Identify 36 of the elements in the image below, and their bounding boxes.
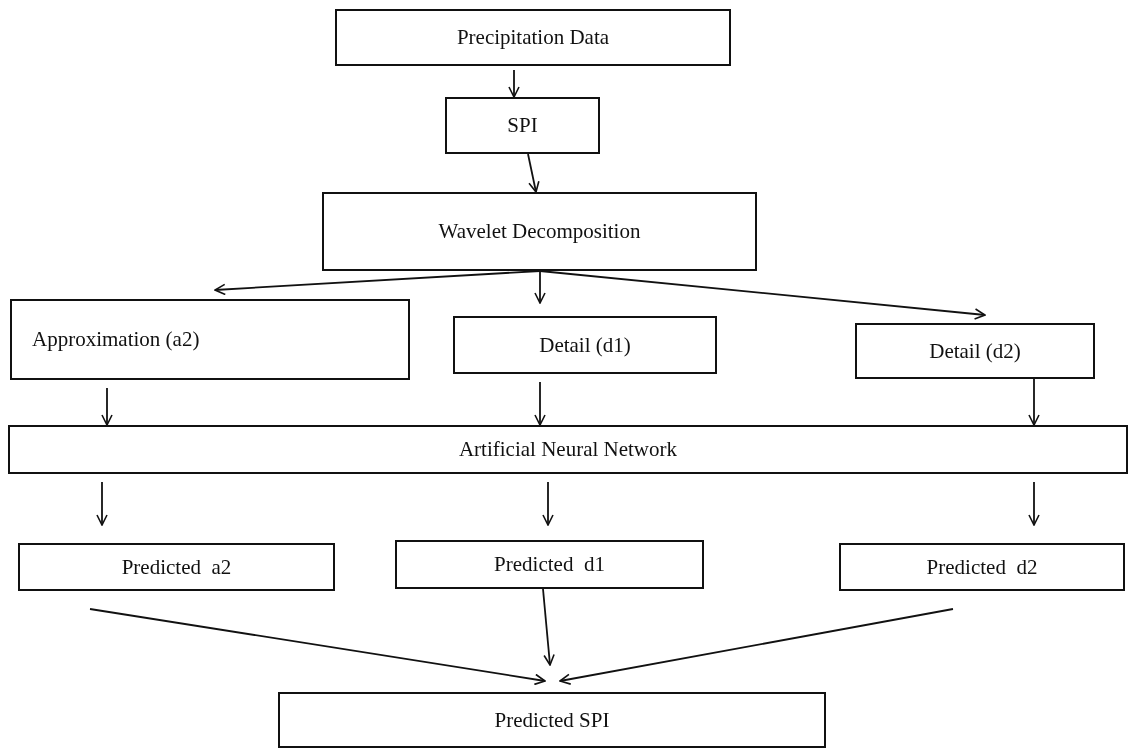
process-box: [839, 543, 1125, 591]
process-box: [855, 323, 1095, 379]
arrow: [101, 387, 113, 426]
box-label: Approximation (a2): [32, 327, 200, 352]
box-label: Precipitation Data: [456, 25, 610, 50]
process-box: [395, 540, 704, 589]
arrow: [534, 381, 546, 426]
box-label: Detail (d2): [929, 338, 1021, 364]
process-box: [445, 97, 600, 154]
box-label: Predicted d2: [926, 554, 1038, 580]
process-box: [453, 316, 717, 374]
process-box: [10, 299, 410, 380]
arrow: [1028, 378, 1040, 426]
arrow: [214, 270, 541, 296]
process-box: [335, 9, 731, 66]
arrow: [96, 481, 108, 526]
box-label: Detail (d1): [539, 332, 631, 358]
process-box: [18, 543, 335, 591]
box-label: Predicted a2: [121, 554, 232, 580]
box-label: Artificial Neural Network: [458, 437, 678, 462]
arrow: [1028, 481, 1040, 526]
arrow: [89, 608, 546, 686]
arrow: [559, 608, 954, 685]
box-label: Predicted SPI: [494, 707, 610, 733]
arrow: [534, 270, 546, 304]
arrow: [527, 153, 540, 193]
arrow: [542, 481, 554, 526]
box-label: Predicted d1: [494, 552, 605, 577]
box-label: Wavelet Decomposition: [438, 219, 641, 244]
arrow: [542, 588, 555, 666]
process-box: [8, 425, 1128, 474]
arrow: [508, 69, 520, 98]
process-box: [322, 192, 757, 271]
arrow: [539, 270, 986, 320]
process-box: [278, 692, 826, 748]
box-label: SPI: [507, 113, 538, 138]
